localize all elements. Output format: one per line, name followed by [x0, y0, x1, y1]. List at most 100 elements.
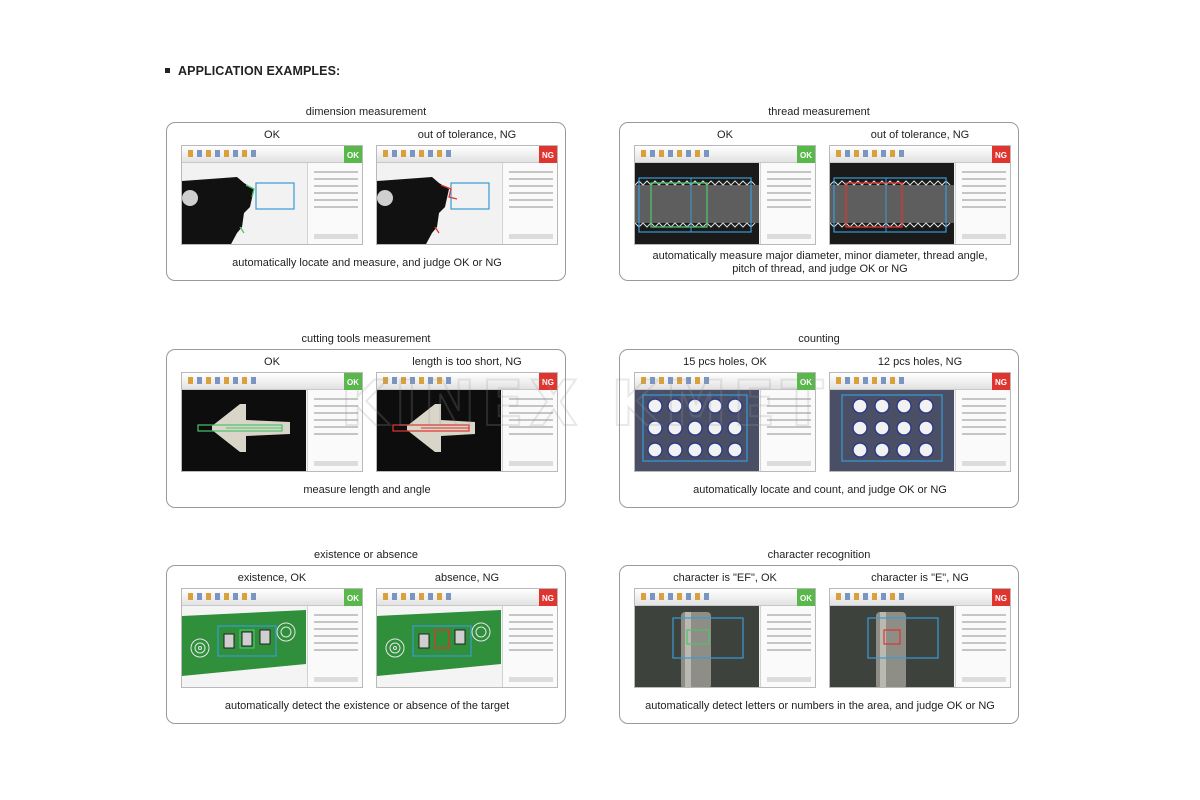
panel-caption: automatically measure major diameter, mi… — [620, 250, 1020, 276]
toolbar-ribbon — [830, 146, 1010, 163]
caption-line: measure length and angle — [303, 484, 431, 496]
holes-plate-image — [635, 390, 759, 471]
panel-box: OK out of tolerance, NG OK NG — [619, 122, 1019, 281]
panel-caption: automatically locate and measure, and ju… — [167, 257, 567, 270]
panel-box: OK length is too short, NG OK NG — [166, 349, 566, 508]
right-image-label: 12 pcs holes, NG — [877, 356, 963, 368]
results-panel — [760, 606, 815, 687]
caption-line: pitch of thread, and judge OK or NG — [732, 263, 908, 275]
thread-image — [635, 163, 759, 244]
panel-title: character recognition — [767, 549, 871, 561]
results-panel — [502, 606, 557, 687]
panel-title: thread measurement — [768, 106, 870, 118]
bullet-icon — [165, 68, 170, 74]
camera-view — [635, 390, 759, 471]
status-badge: OK — [344, 589, 362, 607]
results-panel — [955, 390, 1010, 471]
camera-view — [830, 390, 954, 471]
status-badge: NG — [992, 373, 1010, 391]
caption-line: automatically detect the existence or ab… — [224, 700, 510, 712]
section-heading: APPLICATION EXAMPLES: — [165, 64, 340, 78]
camera-view — [377, 606, 501, 687]
status-badge: NG — [539, 146, 557, 164]
software-screenshot-ok: OK — [634, 372, 816, 472]
left-image-label: 15 pcs holes, OK — [683, 356, 767, 368]
results-panel — [760, 163, 815, 244]
part-silhouette-image — [377, 163, 501, 244]
circuit-board-image — [377, 606, 501, 687]
software-screenshot-ng: NG — [829, 145, 1011, 245]
camera-view — [830, 606, 954, 687]
results-panel — [760, 390, 815, 471]
toolbar-ribbon — [830, 589, 1010, 606]
right-image-label: out of tolerance, NG — [870, 129, 970, 141]
toolbar-ribbon — [182, 373, 362, 390]
panel-box: OK out of tolerance, NG OK NG — [166, 122, 566, 281]
camera-view — [182, 606, 306, 687]
caption-line: automatically locate and measure, and ju… — [232, 257, 502, 269]
toolbar-ribbon — [635, 146, 815, 163]
camera-view — [635, 163, 759, 244]
software-screenshot-ng: NG — [829, 588, 1011, 688]
camera-view — [182, 163, 306, 244]
status-badge: OK — [797, 373, 815, 391]
panel-box: existence, OK absence, NG OK — [166, 565, 566, 724]
camera-view — [377, 163, 501, 244]
results-panel — [955, 606, 1010, 687]
results-panel — [307, 390, 362, 471]
part-silhouette-image — [182, 163, 306, 244]
panel-title: existence or absence — [314, 549, 418, 561]
panel-title: counting — [798, 333, 840, 345]
status-badge: NG — [539, 589, 557, 607]
toolbar-ribbon — [830, 373, 1010, 390]
status-badge: NG — [992, 589, 1010, 607]
software-screenshot-ok: OK — [634, 145, 816, 245]
status-badge: OK — [797, 589, 815, 607]
panel-box: 15 pcs holes, OK 12 pcs holes, NG OK — [619, 349, 1019, 508]
right-image-label: out of tolerance, NG — [417, 129, 517, 141]
panel-caption: automatically locate and count, and judg… — [620, 484, 1020, 497]
caption-line: automatically locate and count, and judg… — [693, 484, 947, 496]
toolbar-ribbon — [635, 589, 815, 606]
toolbar-ribbon — [182, 146, 362, 163]
status-badge: OK — [344, 146, 362, 164]
left-image-label: existence, OK — [237, 572, 307, 584]
software-screenshot-ng: NG — [376, 588, 558, 688]
panel-title: dimension measurement — [305, 106, 427, 118]
results-panel — [307, 163, 362, 244]
holes-plate-image — [830, 390, 954, 471]
camera-view — [635, 606, 759, 687]
right-image-label: length is too short, NG — [412, 356, 522, 368]
cutting-tool-image — [377, 390, 501, 471]
panel-caption: automatically detect letters or numbers … — [620, 700, 1020, 713]
panel-title: cutting tools measurement — [301, 333, 431, 345]
camera-view — [182, 390, 306, 471]
right-image-label: absence, NG — [434, 572, 500, 584]
status-badge: NG — [539, 373, 557, 391]
panel-caption: measure length and angle — [167, 484, 567, 497]
software-screenshot-ok: OK — [181, 145, 363, 245]
toolbar-ribbon — [377, 373, 557, 390]
results-panel — [307, 606, 362, 687]
right-image-label: character is "E", NG — [871, 572, 969, 584]
toolbar-ribbon — [377, 589, 557, 606]
section-heading-text: APPLICATION EXAMPLES: — [178, 64, 341, 78]
results-panel — [502, 390, 557, 471]
status-badge: OK — [797, 146, 815, 164]
status-badge: OK — [344, 373, 362, 391]
camera-view — [830, 163, 954, 244]
results-panel — [502, 163, 557, 244]
circuit-board-image — [182, 606, 306, 687]
software-screenshot-ng: NG — [376, 145, 558, 245]
left-image-label: OK — [717, 129, 733, 141]
software-screenshot-ok: OK — [181, 588, 363, 688]
caption-line: automatically detect letters or numbers … — [645, 700, 995, 712]
thread-image — [830, 163, 954, 244]
left-image-label: OK — [264, 356, 280, 368]
status-badge: NG — [992, 146, 1010, 164]
engraved-part-image — [635, 606, 759, 687]
software-screenshot-ok: OK — [634, 588, 816, 688]
cutting-tool-image — [182, 390, 306, 471]
toolbar-ribbon — [182, 589, 362, 606]
panel-caption: automatically detect the existence or ab… — [167, 700, 567, 713]
